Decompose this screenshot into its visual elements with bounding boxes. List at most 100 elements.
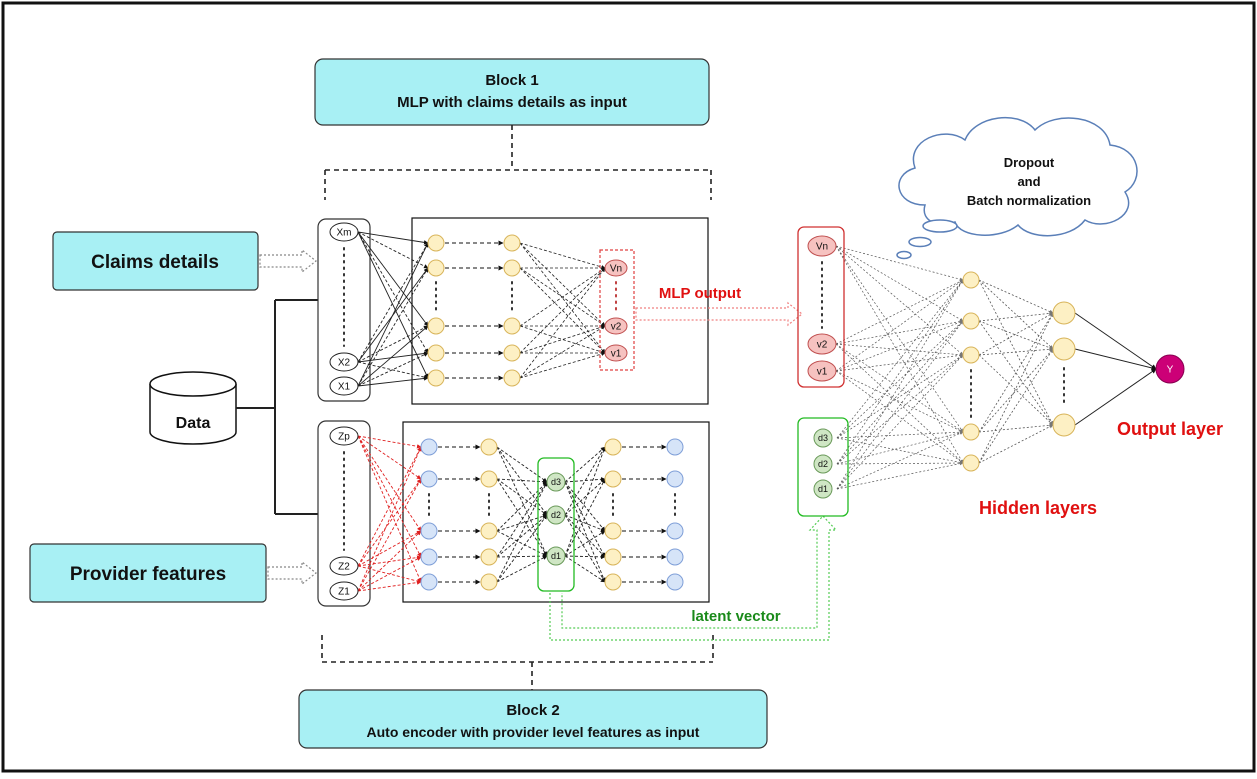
ae-e2-node xyxy=(480,438,498,456)
edge-concat-to-h1 xyxy=(835,343,964,357)
edge-x-to-h1 xyxy=(357,325,429,363)
ae-d-node-bot-label: d1 xyxy=(551,551,561,561)
mlp-v-node-bot-label: v1 xyxy=(611,349,622,360)
edge-z-to-e1 xyxy=(357,435,422,449)
edge-h1-to-h2-right xyxy=(978,347,1054,356)
mlp-v-node-mid-label: v2 xyxy=(611,322,622,333)
edge-h2-to-output xyxy=(1074,312,1157,370)
ae-d-node-bot xyxy=(546,546,566,566)
output-layer-label: Output layer xyxy=(1117,419,1223,439)
hidden1-node xyxy=(962,423,980,441)
hidden2-node xyxy=(1052,413,1076,437)
edge-concat-to-h1 xyxy=(835,245,964,281)
edge-d-to-e3 xyxy=(564,477,606,483)
edge-z-to-e1 xyxy=(357,530,422,567)
edge-z-to-e1 xyxy=(357,435,422,480)
ae-e1-node xyxy=(420,548,438,566)
provider-features-label: Provider features xyxy=(70,564,226,585)
edge-h2-to-v xyxy=(519,267,606,354)
concat-v-node-top-label: Vn xyxy=(816,242,828,253)
mlp-h2-node xyxy=(503,317,521,335)
edge-h1-to-h2-right xyxy=(978,312,1054,433)
edge-h2-to-v xyxy=(519,267,606,327)
mlp-h2-node xyxy=(503,369,521,387)
ae-e3-node xyxy=(604,548,622,566)
mlp-block-frame xyxy=(411,217,709,405)
edge-concat-to-h1 xyxy=(835,353,964,372)
edge-concat-to-h1 xyxy=(835,245,964,322)
edge-h1-to-h2-right xyxy=(978,354,1054,426)
concat-v-box xyxy=(797,226,845,388)
concat-v-node-bot xyxy=(807,360,837,382)
edge-h1-to-h2-right xyxy=(978,320,1054,426)
mlp-h1-node xyxy=(427,259,445,277)
mlp-h1-node xyxy=(427,369,445,387)
x-node-bot xyxy=(329,376,359,396)
block1-bracket xyxy=(324,125,712,200)
edge-x-to-h1 xyxy=(357,231,429,379)
block2-header: Block 2 Auto encoder with provider level… xyxy=(298,689,768,749)
ae-d-node-mid-label: d2 xyxy=(551,510,561,520)
concat-v-node-mid-label: v2 xyxy=(817,340,828,351)
cloud-line2: and xyxy=(1017,174,1040,189)
ae-e4-node xyxy=(666,470,684,488)
ae-e2-node xyxy=(480,573,498,591)
provider-input-arrow xyxy=(267,560,317,586)
edge-concat-to-h1 xyxy=(836,279,964,465)
mlp-output-arrow xyxy=(635,301,803,327)
edge-concat-to-h1 xyxy=(836,320,964,490)
hidden1-node xyxy=(962,312,980,330)
concat-d-node-mid xyxy=(813,454,833,474)
edge-z-to-e1 xyxy=(357,478,422,567)
edges-layer xyxy=(357,231,1157,592)
mlp-v-node-mid xyxy=(604,317,628,335)
edge-d-to-e3 xyxy=(564,514,606,583)
z-input-column xyxy=(317,420,371,607)
edge-x-to-h1 xyxy=(357,351,429,363)
edge-concat-to-h1 xyxy=(835,343,964,464)
edge-z-to-e1 xyxy=(357,530,422,592)
data-connector xyxy=(236,299,318,515)
edge-h1-to-h2-right xyxy=(978,423,1054,433)
ae-d-node-top-label: d3 xyxy=(551,477,561,487)
edge-z-to-e1 xyxy=(357,446,422,592)
cloud-line3: Batch normalization xyxy=(967,193,1091,208)
edge-e2-to-d xyxy=(496,446,548,483)
ae-e4-node xyxy=(666,548,684,566)
latent-box xyxy=(537,457,575,592)
edge-concat-to-h1 xyxy=(836,354,964,439)
edge-x-to-h1 xyxy=(357,376,429,387)
ae-e2-node xyxy=(480,548,498,566)
ae-e1-node xyxy=(420,470,438,488)
hidden1-node xyxy=(962,271,980,289)
dropout-cloud xyxy=(896,116,1138,260)
edge-concat-to-h1 xyxy=(835,370,964,433)
edge-concat-to-h1 xyxy=(835,245,964,464)
edge-z-to-e1 xyxy=(357,446,422,567)
ae-d-node-top xyxy=(546,472,566,492)
edge-concat-to-h1 xyxy=(836,437,964,465)
hidden1-node xyxy=(962,346,980,364)
mlp-h1-node xyxy=(427,234,445,252)
edge-e2-to-d xyxy=(496,478,548,485)
edge-x-to-h1 xyxy=(357,361,429,380)
edge-e2-to-d xyxy=(496,478,548,516)
ae-e1-node xyxy=(420,522,438,540)
mlp-h2-node xyxy=(503,344,521,362)
edge-h1-to-h2-right xyxy=(978,348,1054,433)
ae-e4-node xyxy=(666,573,684,591)
x-node-bot-label: X1 xyxy=(338,382,351,393)
edge-x-to-h1 xyxy=(357,231,429,354)
edge-d-to-e3 xyxy=(564,555,606,583)
edge-d-to-e3 xyxy=(564,481,606,558)
edge-concat-to-h1 xyxy=(836,430,964,439)
z-node-mid-label: Z2 xyxy=(338,562,350,573)
edge-concat-to-h1 xyxy=(835,343,964,433)
edge-h1-to-h2-right xyxy=(978,348,1054,464)
mlp-v-node-top-label: Vn xyxy=(610,264,622,275)
edge-concat-to-h1 xyxy=(835,245,964,433)
edge-z-to-e1 xyxy=(357,435,422,558)
mlp-output-box xyxy=(599,249,635,371)
ae-e3-node xyxy=(604,438,622,456)
edge-e2-to-d xyxy=(496,478,548,557)
